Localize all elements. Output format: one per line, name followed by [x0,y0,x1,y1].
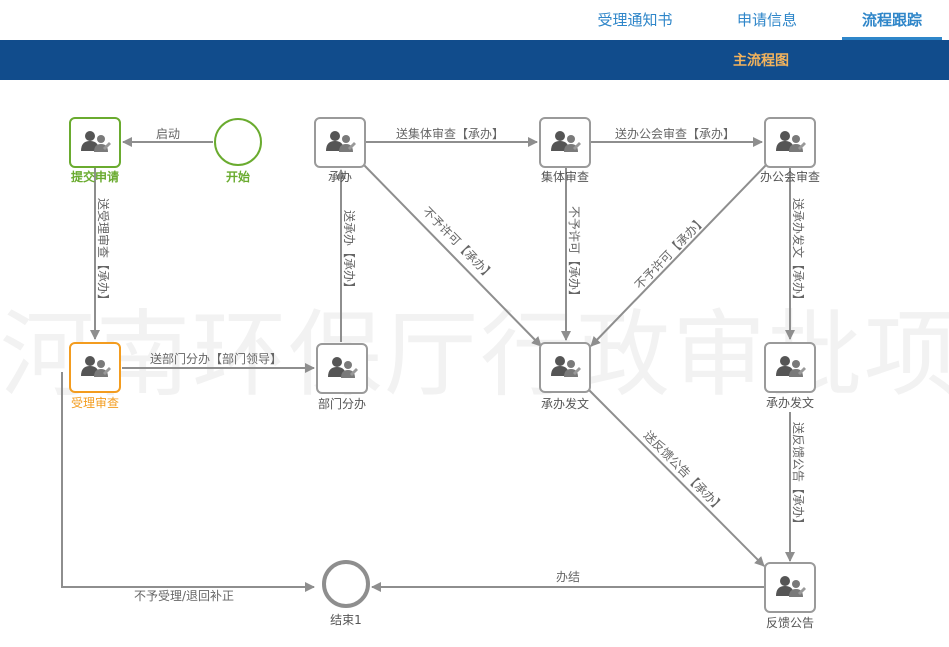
edge-song-jiti: 送集体审查【承办】 [366,126,538,147]
edge-song-fankui-2: 送反馈公告【承办】 [785,412,806,562]
edge-label-bu-yuxu-1: 不予许可【承办】 [420,204,498,283]
edge-label-bu-yuxu-2: 不予许可【承办】 [567,206,582,302]
page-title: 主流程图 [733,53,789,69]
edge-bu-yuxu-3: 不予许可【承办】 [590,162,769,347]
tab-application-info[interactable]: 申请信息 [736,11,797,29]
tab-acceptance-notice[interactable]: 受理通知书 [597,11,673,29]
node-label-fankui: 反馈公告 [766,616,814,630]
edge-song-fawen: 送承办发文【承办】 [785,168,806,340]
edge-song-chengban: 送承办【承办】 [336,169,357,342]
edge-label-song-shouli: 送受理审查【承办】 [96,198,111,306]
edge-label-bu-yuxu-3: 不予许可【承办】 [631,213,708,292]
node-bangong[interactable]: 办公会审查 [760,117,820,184]
edge-label-bu-shouli: 不予受理/退回补正 [134,589,234,603]
edge-qidong: 启动 [122,127,213,147]
edge-label-song-bangong: 送办公会审查【承办】 [615,126,735,141]
node-label-submit: 提交申请 [71,169,119,184]
node-fawen2[interactable]: 承办发文 [764,342,816,410]
edge-banjie: 办结 [371,569,764,592]
tab-bar: 受理通知书 申请信息 流程跟踪 [0,0,949,40]
edge-song-shouli: 送受理审查【承办】 [90,168,111,340]
tab-process-tracking[interactable]: 流程跟踪 [861,11,922,29]
node-jiti[interactable]: 集体审查 [539,117,591,184]
node-shouli[interactable]: 受理审查 [69,342,121,410]
edge-label-banjie: 办结 [556,569,580,584]
edge-label-song-bumen: 送部门分办【部门领导】 [150,351,282,366]
edge-label-qidong: 启动 [156,127,180,141]
edge-bu-shouli: 不予受理/退回补正 [61,372,315,603]
edge-label-song-fawen: 送承办发文【承办】 [791,198,806,306]
node-label-chengban: 承办 [328,169,352,184]
header-bar: 主流程图 [0,40,949,80]
edge-label-song-fankui-1: 送反馈公告【承办】 [641,428,728,515]
node-fankui[interactable]: 反馈公告 [764,562,816,630]
node-bumen[interactable]: 部门分办 [316,343,368,411]
node-label-bangong: 办公会审查 [760,169,820,184]
node-chengban[interactable]: 承办 [314,117,366,184]
edge-label-song-jiti: 送集体审查【承办】 [396,126,504,141]
edge-song-fankui-1: 送反馈公告【承办】 [588,389,765,567]
node-label-start: 开始 [226,169,250,184]
node-submit[interactable]: 提交申请 [69,117,121,184]
edge-label-song-fankui-2: 送反馈公告【承办】 [791,422,806,530]
node-label-fawen1: 承办发文 [541,396,589,411]
node-label-end: 结束1 [330,613,362,627]
node-label-jiti: 集体审查 [541,169,589,184]
active-tab-indicator [842,37,942,40]
node-label-fawen2: 承办发文 [766,395,814,410]
node-label-shouli: 受理审查 [71,395,119,410]
edge-bu-yuxu-2: 不予许可【承办】 [561,168,582,341]
edge-bu-yuxu-1: 不予许可【承办】 [361,162,542,347]
edge-song-bangong: 送办公会审查【承办】 [591,126,763,147]
edge-label-song-chengban: 送承办【承办】 [342,210,357,294]
edge-song-bumen: 送部门分办【部门领导】 [122,351,315,373]
node-fawen1[interactable]: 承办发文 [539,342,591,411]
node-start[interactable]: 开始 [214,118,262,184]
node-label-bumen: 部门分办 [318,396,366,411]
node-end[interactable]: 结束1 [322,560,370,627]
flow-diagram: 启动 送受理审查【承办】 送集体审查【承办】 送办公会审查【承办】 送承办【承办… [61,117,820,630]
